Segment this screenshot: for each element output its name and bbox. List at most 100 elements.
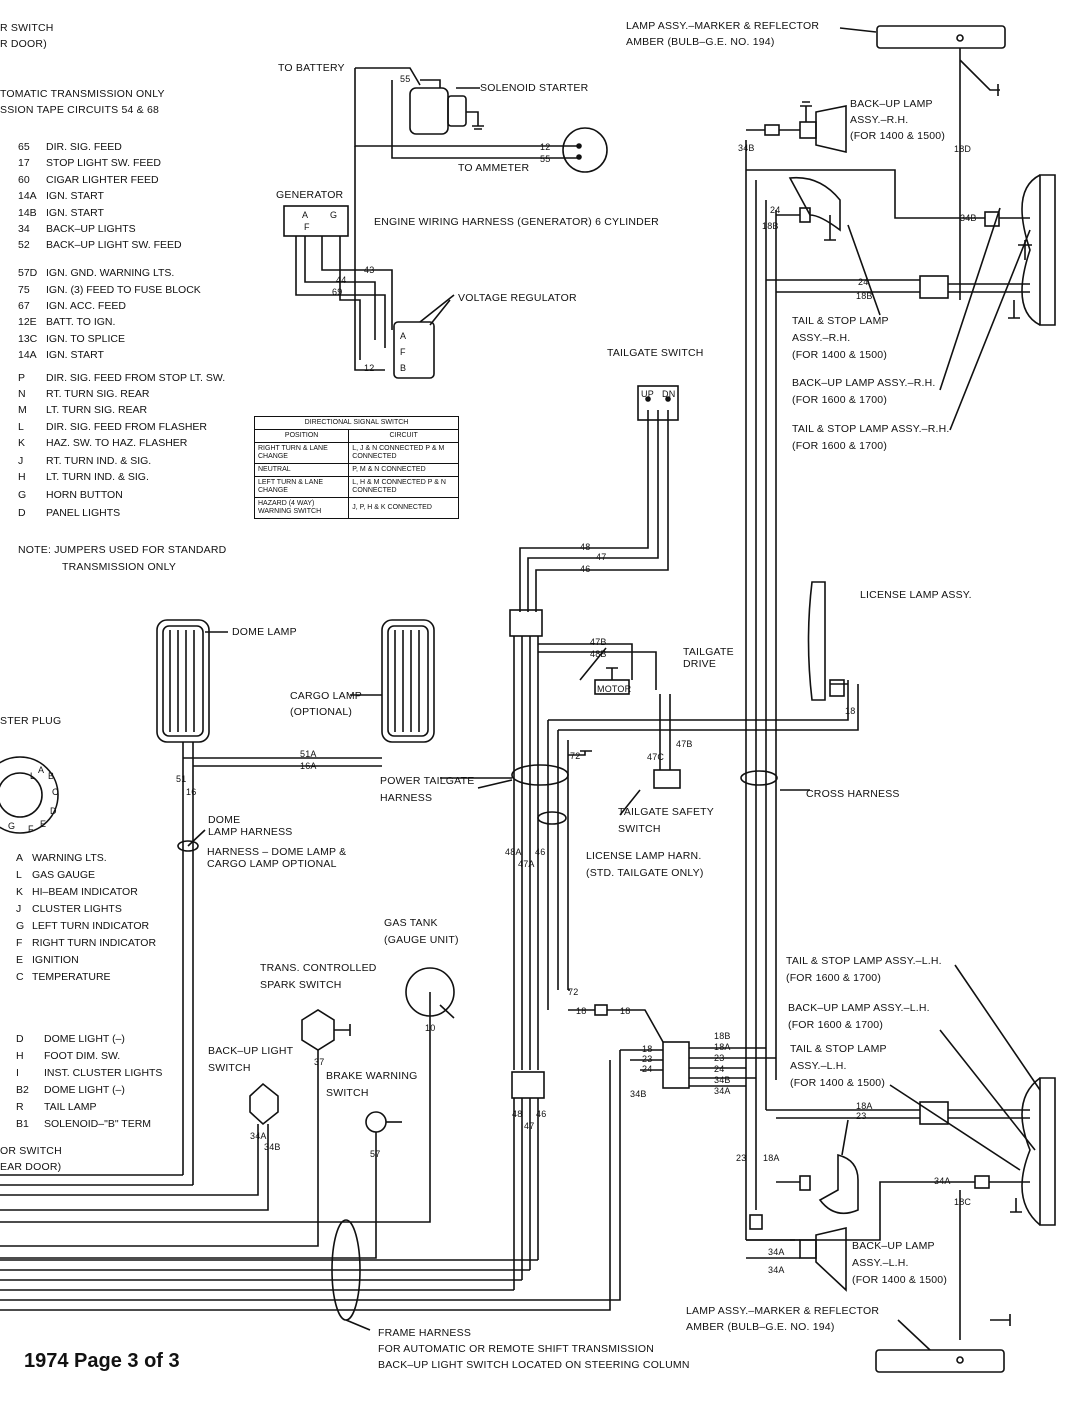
circuit-desc: HAZ. SW. TO HAZ. FLASHER	[46, 437, 188, 449]
label-license-harn: (STD. TAILGATE ONLY)	[586, 867, 704, 879]
rear-harness-connector	[662, 1041, 690, 1089]
circuit-code: J	[16, 903, 22, 915]
label-backup-rh-1400: BACK–UP LAMP	[850, 98, 933, 110]
label-w10: 10	[425, 1023, 436, 1033]
label-frame-harness: BACK–UP LIGHT SWITCH LOCATED ON STEERING…	[378, 1359, 690, 1371]
table-cell-pos: HAZARD (4 WAY) WARNING SWITCH	[253, 497, 350, 519]
circuit-desc: TAIL LAMP	[44, 1101, 97, 1113]
circuit-desc: INST. CLUSTER LIGHTS	[44, 1067, 163, 1079]
circuit-desc: IGNITION	[32, 954, 79, 966]
label-tail-stop-lh-1600: TAIL & STOP LAMP ASSY.–L.H.	[786, 955, 942, 967]
label-w34b-right: 34B	[960, 213, 977, 223]
circuit-desc: STOP LIGHT SW. FEED	[46, 157, 161, 169]
label-w51: 51	[176, 774, 187, 784]
note-line1: NOTE: JUMPERS USED FOR STANDARD	[18, 544, 227, 556]
label-backup-switch: BACK–UP LIGHT	[208, 1045, 294, 1057]
label-w18d: 18D	[954, 144, 972, 154]
plug-letter: E	[40, 819, 47, 829]
circuit-desc: BACK–UP LIGHT SW. FEED	[46, 239, 182, 251]
label-w24-top: 24	[770, 205, 781, 215]
label-gas-tank: (GAUGE UNIT)	[384, 934, 459, 946]
circuit-desc: IGN. (3) FEED TO FUSE BLOCK	[46, 284, 201, 296]
tail-lamp-rh-1400	[788, 176, 841, 232]
circuit-code: K	[18, 437, 26, 449]
label-w34b-low: 34B	[630, 1089, 647, 1099]
label-tailgate-safety: TAILGATE SAFETY	[618, 806, 714, 818]
label-w34a-r: 34A	[934, 1176, 951, 1186]
harness-connector-upper	[509, 609, 543, 637]
circuit-code: I	[16, 1067, 19, 1079]
table-header-position: POSITION	[253, 429, 350, 443]
connector-right-label: 18A	[714, 1042, 731, 1052]
label-w37: 37	[314, 1057, 325, 1067]
label-lamp-marker-bottom: AMBER (BULB–G.E. NO. 194)	[686, 1321, 835, 1333]
table-cell-circuit: P, M & N CONNECTED	[348, 463, 459, 477]
label-backup-lh-1400: (FOR 1400 & 1500)	[852, 1274, 948, 1286]
label-tail-stop-lh-1400: (FOR 1400 & 1500)	[790, 1077, 886, 1089]
label-power-tailgate: HARNESS	[380, 792, 433, 804]
label-vr-f: F	[400, 347, 406, 357]
circuit-code: J	[18, 455, 24, 467]
label-w72-low: 72	[568, 987, 579, 997]
solenoid-body	[409, 87, 449, 135]
circuit-desc: TEMPERATURE	[32, 971, 111, 983]
label-w47c2: 47	[524, 1121, 535, 1131]
label-w18-lic: 18	[845, 706, 856, 716]
circuit-code: 14A	[18, 190, 37, 202]
circuit-code: L	[18, 421, 24, 433]
label-w55b: 55	[540, 154, 551, 164]
table-cell-circuit: J, P, H & K CONNECTED	[348, 497, 459, 519]
circuit-code: F	[16, 937, 23, 949]
label-frame-harness: FRAME HARNESS	[378, 1327, 472, 1339]
table-header-circuit: CIRCUIT	[348, 429, 459, 443]
label-brake-warning: SWITCH	[326, 1087, 369, 1099]
circuit-code: 57D	[18, 267, 38, 279]
label-w16: 16	[186, 787, 197, 797]
label-trans-spark: SPARK SWITCH	[260, 979, 342, 991]
circuit-code: B1	[16, 1118, 29, 1130]
legend-header-line2: R DOOR)	[0, 38, 47, 50]
label-w46b: 46	[535, 847, 546, 857]
label-w23-v: 23	[736, 1153, 747, 1163]
connector-right-label: 24	[714, 1064, 725, 1074]
label-tail-stop-lh-1400: TAIL & STOP LAMP	[790, 1043, 887, 1055]
label-w12b: 12	[364, 363, 375, 373]
circuit-desc: LT. TURN SIG. REAR	[46, 404, 148, 416]
backup-light-switch	[249, 1082, 279, 1126]
circuit-desc: LT. TURN IND. & SIG.	[46, 471, 149, 483]
label-tail-stop-rh-1600: TAIL & STOP LAMP ASSY.–R.H.	[792, 423, 950, 435]
circuit-code: 13C	[18, 333, 38, 345]
label-frame-harness: FOR AUTOMATIC OR REMOTE SHIFT TRANSMISSI…	[378, 1343, 654, 1355]
label-w47b2: 47B	[676, 739, 693, 749]
circuit-code: 60	[18, 174, 30, 186]
label-cargo-lamp: (OPTIONAL)	[290, 706, 353, 718]
circuit-desc: RT. TURN IND. & SIG.	[46, 455, 152, 467]
label-w18a-v: 18A	[763, 1153, 780, 1163]
voltage-regulator-body	[393, 321, 435, 379]
table-cell-circuit: L, H & M CONNECTED P & N CONNECTED	[348, 476, 459, 498]
circuit-desc: FOOT DIM. SW.	[44, 1050, 121, 1062]
circuit-desc: GAS GAUGE	[32, 869, 96, 881]
circuit-code: D	[16, 1033, 24, 1045]
label-w48: 48	[580, 542, 591, 552]
circuit-desc: DIR. SIG. FEED	[46, 141, 122, 153]
circuit-code: 34	[18, 223, 30, 235]
circuit-code: E	[16, 954, 24, 966]
label-w46c: 46	[536, 1109, 547, 1119]
cargo-lamp	[381, 619, 435, 743]
table-title: DIRECTIONAL SIGNAL SWITCH	[254, 416, 459, 430]
circuit-code: D	[18, 507, 26, 519]
